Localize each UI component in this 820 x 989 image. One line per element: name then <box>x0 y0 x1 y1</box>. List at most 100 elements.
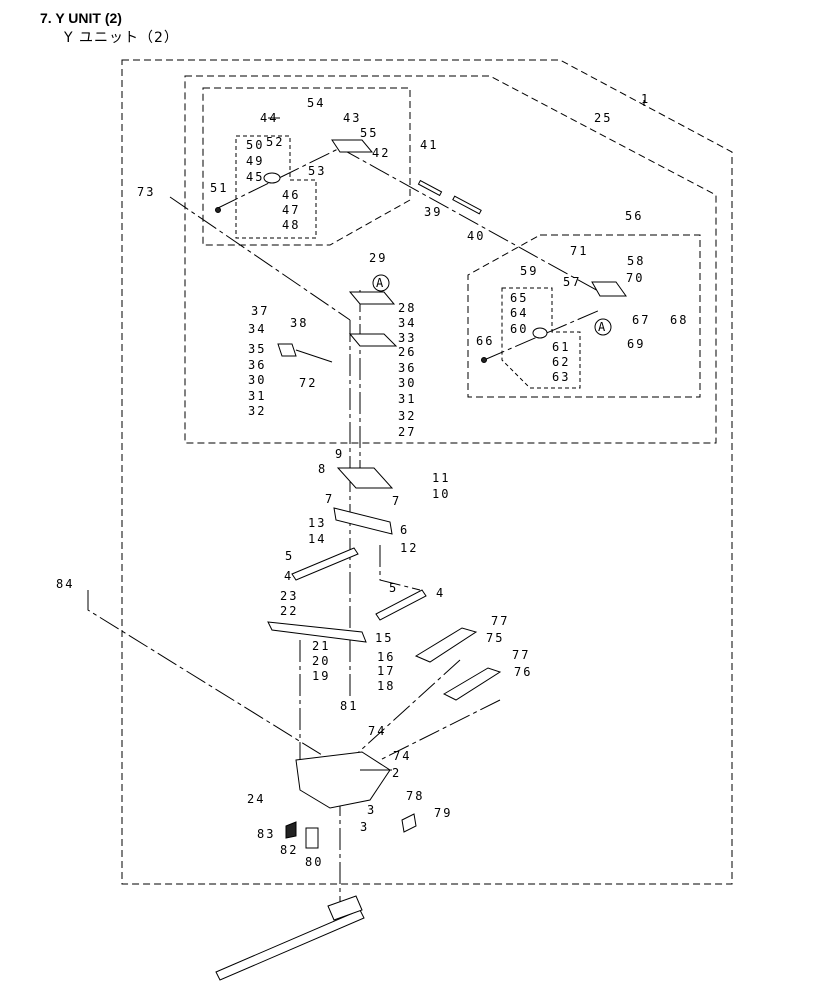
callout-16: 16 <box>377 650 395 664</box>
callout-47: 47 <box>282 203 300 217</box>
callout-81: 81 <box>340 699 358 713</box>
callout-12: 12 <box>400 541 418 555</box>
callout-65: 65 <box>510 291 528 305</box>
callout-19: 19 <box>312 669 330 683</box>
leader-lines <box>268 100 645 771</box>
callout-36-left: 36 <box>248 358 266 372</box>
callout-74-bottom: 74 <box>393 749 411 763</box>
callout-68: 68 <box>670 313 688 327</box>
callout-57: 57 <box>563 275 581 289</box>
callout-77-bottom: 77 <box>512 648 530 662</box>
callout-40: 40 <box>467 229 485 243</box>
callout-3-bottom: 3 <box>360 820 369 834</box>
callout-75: 75 <box>486 631 504 645</box>
callout-84: 84 <box>56 577 74 591</box>
callout-34-left: 34 <box>248 322 266 336</box>
callout-2: 2 <box>392 766 401 780</box>
callout-36-right: 36 <box>398 361 416 375</box>
callout-1: 1 <box>641 92 650 106</box>
callout-46: 46 <box>282 188 300 202</box>
callout-39: 39 <box>424 205 442 219</box>
callout-29: 29 <box>369 251 387 265</box>
ref-a-right: A <box>598 320 607 334</box>
callout-11: 11 <box>432 471 450 485</box>
callout-61: 61 <box>552 340 570 354</box>
callout-59: 59 <box>520 264 538 278</box>
callout-7-left: 7 <box>325 492 334 506</box>
callout-63: 63 <box>552 370 570 384</box>
callout-25: 25 <box>594 111 612 125</box>
callout-48: 48 <box>282 218 300 232</box>
callout-58: 58 <box>627 254 645 268</box>
callout-30-right: 30 <box>398 376 416 390</box>
callout-27: 27 <box>398 425 416 439</box>
callout-76: 76 <box>514 665 532 679</box>
assembly-boundary-41 <box>202 87 411 246</box>
assembly-boundary-56 <box>467 234 701 398</box>
callout-42: 42 <box>372 146 390 160</box>
callout-78: 78 <box>406 789 424 803</box>
callout-labels: 1 25 54 43 55 44 52 42 41 50 49 53 45 73… <box>56 92 688 869</box>
callout-31-right: 31 <box>398 392 416 406</box>
callout-32-left: 32 <box>248 404 266 418</box>
callout-33: 33 <box>398 331 416 345</box>
page-subtitle: Y ユニット（2） <box>64 30 179 46</box>
callout-83: 83 <box>257 827 275 841</box>
group-boundary-59 <box>501 287 581 389</box>
callout-14: 14 <box>308 532 326 546</box>
callout-53: 53 <box>308 164 326 178</box>
callout-8: 8 <box>318 462 327 476</box>
ref-a-top: A <box>376 276 385 290</box>
callout-43: 43 <box>343 111 361 125</box>
callout-71: 71 <box>570 244 588 258</box>
callout-22: 22 <box>280 604 298 618</box>
callout-62: 62 <box>552 355 570 369</box>
callout-17: 17 <box>377 664 395 678</box>
callout-66: 66 <box>476 334 494 348</box>
callout-4-right: 4 <box>436 586 445 600</box>
callout-15: 15 <box>375 631 393 645</box>
callout-72: 72 <box>299 376 317 390</box>
callout-7-right: 7 <box>392 494 401 508</box>
callout-49: 49 <box>246 154 264 168</box>
callout-60: 60 <box>510 322 528 336</box>
callout-64: 64 <box>510 306 528 320</box>
callout-73: 73 <box>137 185 155 199</box>
callout-5-left: 5 <box>285 549 294 563</box>
callout-23: 23 <box>280 589 298 603</box>
callout-26: 26 <box>398 345 416 359</box>
callout-24: 24 <box>247 792 265 806</box>
callout-10: 10 <box>432 487 450 501</box>
callout-79: 79 <box>434 806 452 820</box>
callout-70: 70 <box>626 271 644 285</box>
callout-28: 28 <box>398 301 416 315</box>
callout-74-top: 74 <box>368 724 386 738</box>
assembly-boundary-1 <box>121 59 733 885</box>
callout-32-right: 32 <box>398 409 416 423</box>
callout-6: 6 <box>400 523 409 537</box>
callout-56: 56 <box>625 209 643 223</box>
callout-77-top: 77 <box>491 614 509 628</box>
page-title: 7. Y UNIT (2) <box>40 10 122 26</box>
callout-82: 82 <box>280 843 298 857</box>
callout-80: 80 <box>305 855 323 869</box>
callout-31-left: 31 <box>248 389 266 403</box>
callout-51: 51 <box>210 181 228 195</box>
callout-30-left: 30 <box>248 373 266 387</box>
callout-35: 35 <box>248 342 266 356</box>
callout-67: 67 <box>632 313 650 327</box>
callout-21: 21 <box>312 639 330 653</box>
part-shapes <box>215 139 627 981</box>
callout-55: 55 <box>360 126 378 140</box>
callout-50: 50 <box>246 138 264 152</box>
callout-69: 69 <box>627 337 645 351</box>
group-boundary-44 <box>235 135 317 239</box>
callout-34-right: 34 <box>398 316 416 330</box>
callout-38: 38 <box>290 316 308 330</box>
callout-3-top: 3 <box>367 803 376 817</box>
callout-20: 20 <box>312 654 330 668</box>
callout-5-right: 5 <box>389 581 398 595</box>
callout-37: 37 <box>251 304 269 318</box>
callout-52: 52 <box>266 135 284 149</box>
